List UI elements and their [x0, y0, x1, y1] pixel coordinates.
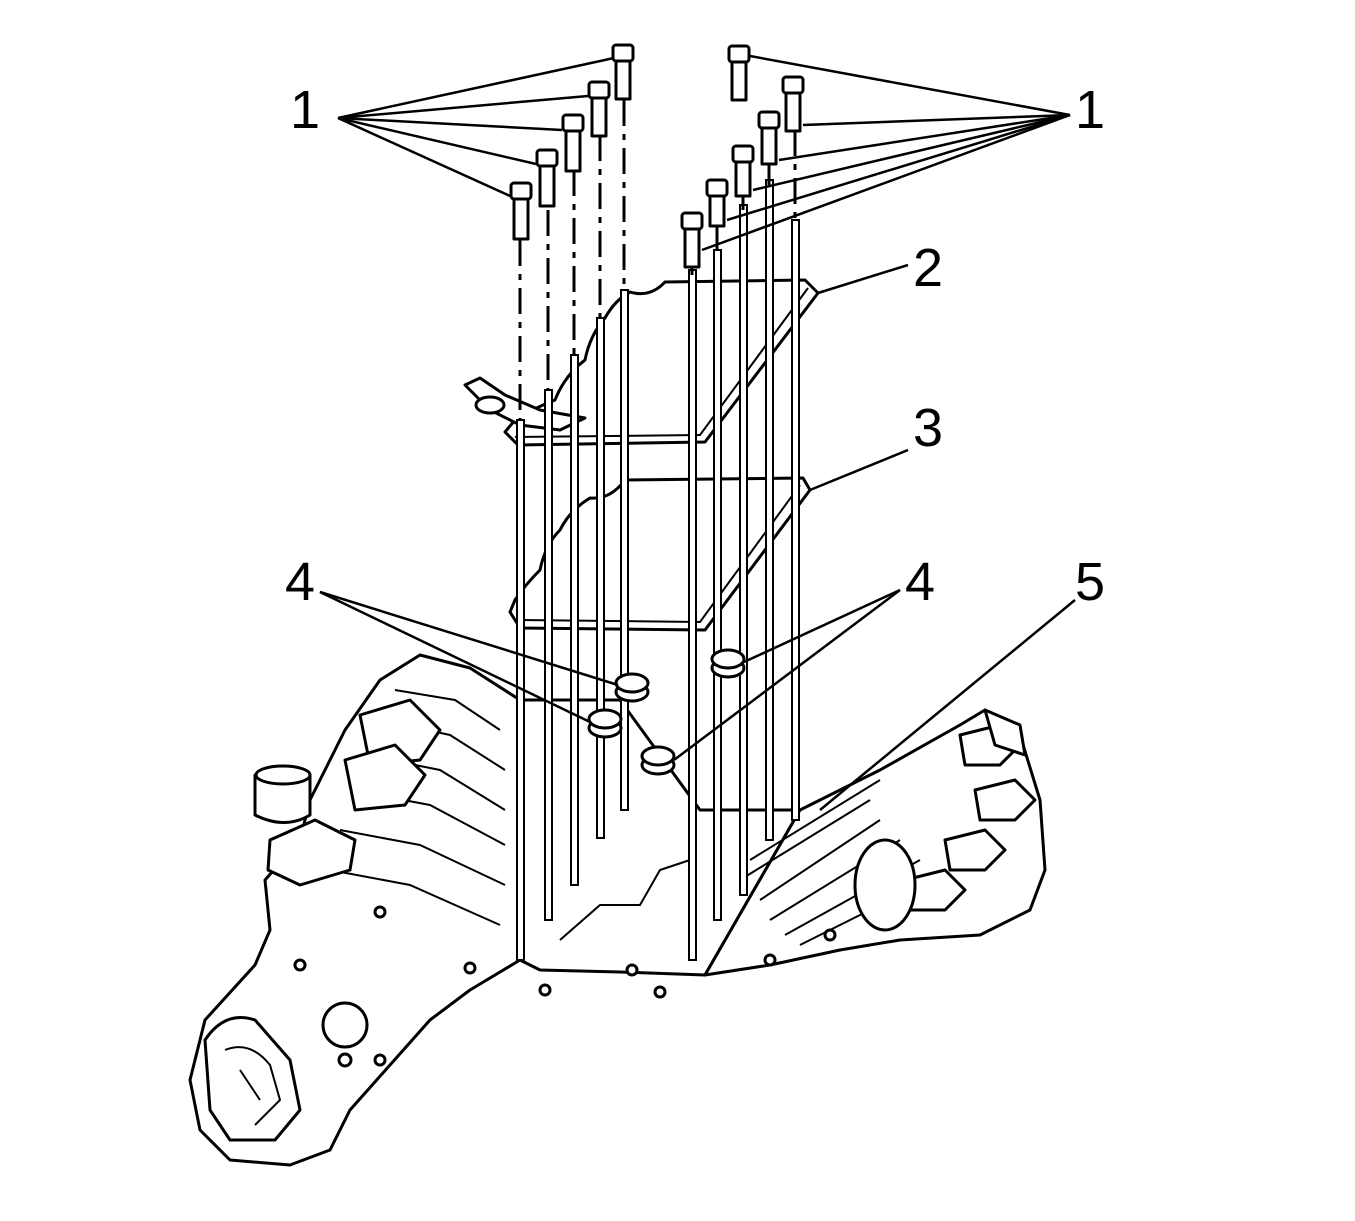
coil-right-2	[973, 778, 1037, 822]
stud-4	[596, 317, 605, 839]
left-bracket	[266, 818, 357, 887]
bolt-right-6	[727, 44, 751, 102]
left-plug	[321, 1001, 369, 1049]
stud-3	[570, 354, 579, 886]
oil-fill-top	[254, 764, 312, 786]
callout-lower-gasket: 3	[913, 398, 943, 458]
callout-upper-gasket: 2	[913, 238, 943, 298]
left-bank-ribs	[329, 689, 506, 926]
callout-washers-left: 4	[285, 552, 315, 612]
leader-lines	[319, 54, 1076, 811]
washer-right-2	[640, 745, 676, 776]
bolts-right	[680, 44, 805, 269]
right-bolt-hole-1	[823, 928, 837, 942]
bolt-right-4	[757, 110, 781, 166]
bolt-left-2	[535, 148, 559, 208]
callout-bolts-right: 1	[1075, 80, 1105, 140]
timing-cover-detail	[224, 1046, 282, 1126]
right-cam-cover	[853, 838, 917, 932]
coil-right-3	[943, 828, 1007, 872]
left-bolt-hole-2	[373, 1053, 387, 1067]
bolt-right-5	[781, 75, 805, 133]
stud-7	[713, 249, 722, 921]
bolt-left-3	[561, 113, 585, 173]
engine-assembly	[188, 653, 1047, 1167]
washer-left-1	[614, 672, 650, 703]
valley-hole-1	[538, 983, 552, 997]
left-bolt-hole-1	[337, 1052, 353, 1068]
valley-hole-3	[625, 963, 639, 977]
alignment-lines	[518, 100, 797, 420]
callout-washers-right: 4	[905, 552, 935, 612]
stud-9	[765, 179, 774, 841]
washer-right-1	[710, 648, 746, 679]
bolt-right-3	[731, 144, 755, 198]
left-bolt-hole-5	[293, 958, 307, 972]
coil-left-2	[343, 743, 427, 812]
lower-gasket-outline	[508, 476, 812, 632]
callout-bolts-left: 1	[290, 80, 320, 140]
bolt-left-1	[509, 181, 533, 241]
washer-left-2	[587, 708, 623, 739]
stud-5	[620, 289, 629, 811]
callout-intake-manifold: 5	[1075, 552, 1105, 612]
stud-8	[739, 204, 748, 896]
stud-6	[688, 269, 697, 961]
sensor-port	[474, 395, 506, 415]
valley-hole-2	[653, 985, 667, 999]
sensor-bracket	[463, 376, 587, 432]
washers	[587, 648, 746, 776]
right-bolt-hole-2	[763, 953, 777, 967]
bolt-right-1	[680, 211, 704, 269]
bolt-left-4	[587, 80, 611, 138]
bolt-left-5	[611, 43, 635, 101]
stud-2	[544, 389, 553, 921]
left-bolt-hole-3	[373, 905, 387, 919]
valley-detail	[559, 859, 691, 941]
callout-labels: 1 1 2 3 4 4 5	[285, 80, 1105, 612]
right-sensor	[983, 708, 1027, 757]
bolt-right-2	[705, 178, 729, 228]
bolts-left	[509, 43, 635, 241]
left-bolt-hole-4	[463, 961, 477, 975]
stud-10	[791, 219, 800, 821]
